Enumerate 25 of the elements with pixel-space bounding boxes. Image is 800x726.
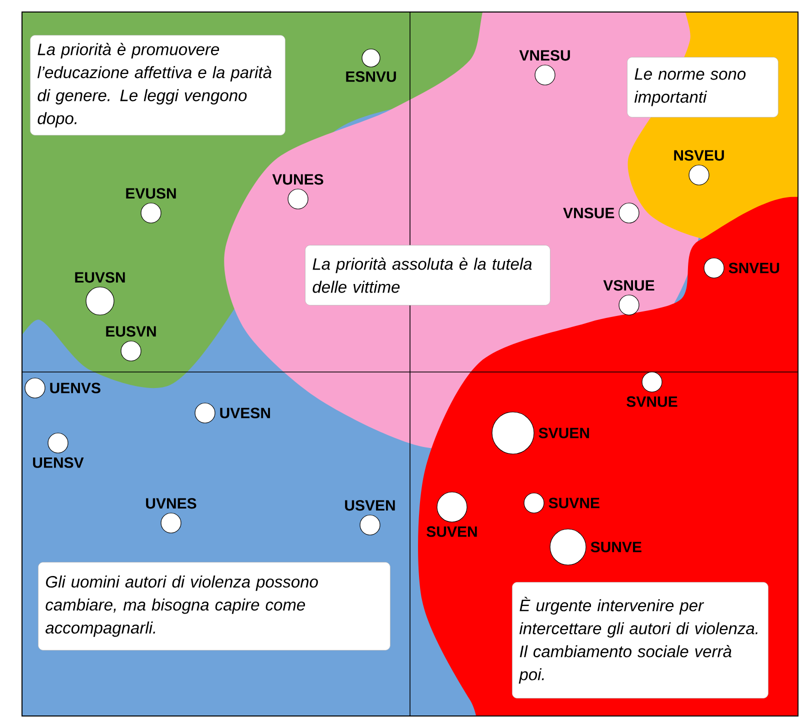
- text-box: Gli uomini autori di violenza possono cambiare, ma bisogna capire come accompagnarli.: [38, 562, 390, 650]
- point-label: SUVEN: [426, 526, 477, 537]
- point-label: UVESN: [220, 408, 270, 418]
- point-label: VSNUE: [603, 280, 654, 291]
- point-label: VUNES: [272, 174, 324, 185]
- point-label: UENVS: [50, 382, 100, 394]
- text-box: È urgente intervenire per intercettare gli autori di violenza. Il cambiamento sociale verrà poi.: [512, 582, 768, 698]
- point-label: SVNUE: [626, 396, 678, 407]
- text-box: La priorità assoluta è la tutela delle vittime: [305, 245, 550, 306]
- point-label: NSVEU: [674, 150, 724, 161]
- point-label: EVUSN: [126, 188, 176, 199]
- text-box: Le norme sono importanti: [627, 57, 778, 118]
- point-label: EUSVN: [106, 326, 156, 337]
- point-label: VNESU: [519, 50, 570, 61]
- point-label: USVEN: [345, 500, 395, 511]
- point-label: SUVNE: [548, 498, 600, 508]
- point-label: SUNVE: [590, 542, 642, 552]
- point-label: VNSUE: [563, 208, 614, 218]
- point-label: EUVSN: [75, 272, 125, 283]
- text-box: La priorità è promuovere l’educazione affettiva e la parità di genere. Le leggi vengono dopo.: [30, 35, 286, 136]
- point-label: UENSV: [33, 457, 84, 468]
- point-label: SNVEU: [728, 262, 780, 274]
- point-label: UVNES: [146, 498, 196, 509]
- point-label: SVUEN: [538, 428, 589, 438]
- point-label: ESNVU: [346, 71, 396, 82]
